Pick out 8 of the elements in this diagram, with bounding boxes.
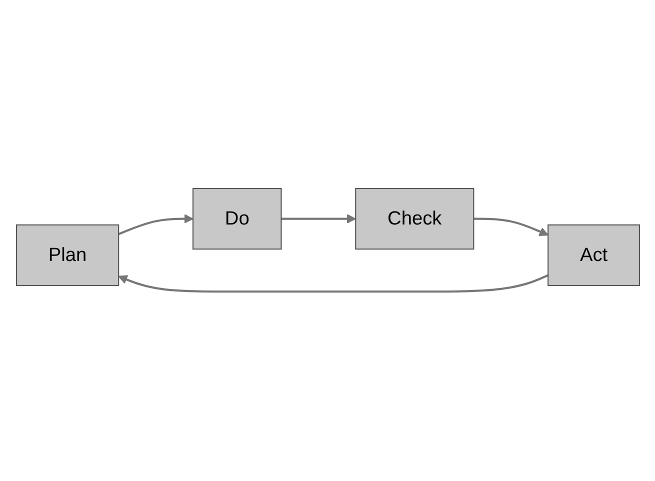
arrow xyxy=(118,274,548,294)
node-box: Act xyxy=(547,224,640,286)
node-box: Check xyxy=(354,188,474,250)
arrow xyxy=(280,214,356,224)
arrow xyxy=(118,214,193,236)
node-box: Plan xyxy=(15,224,119,286)
node-box: Do xyxy=(192,188,282,250)
arrow xyxy=(473,218,548,236)
